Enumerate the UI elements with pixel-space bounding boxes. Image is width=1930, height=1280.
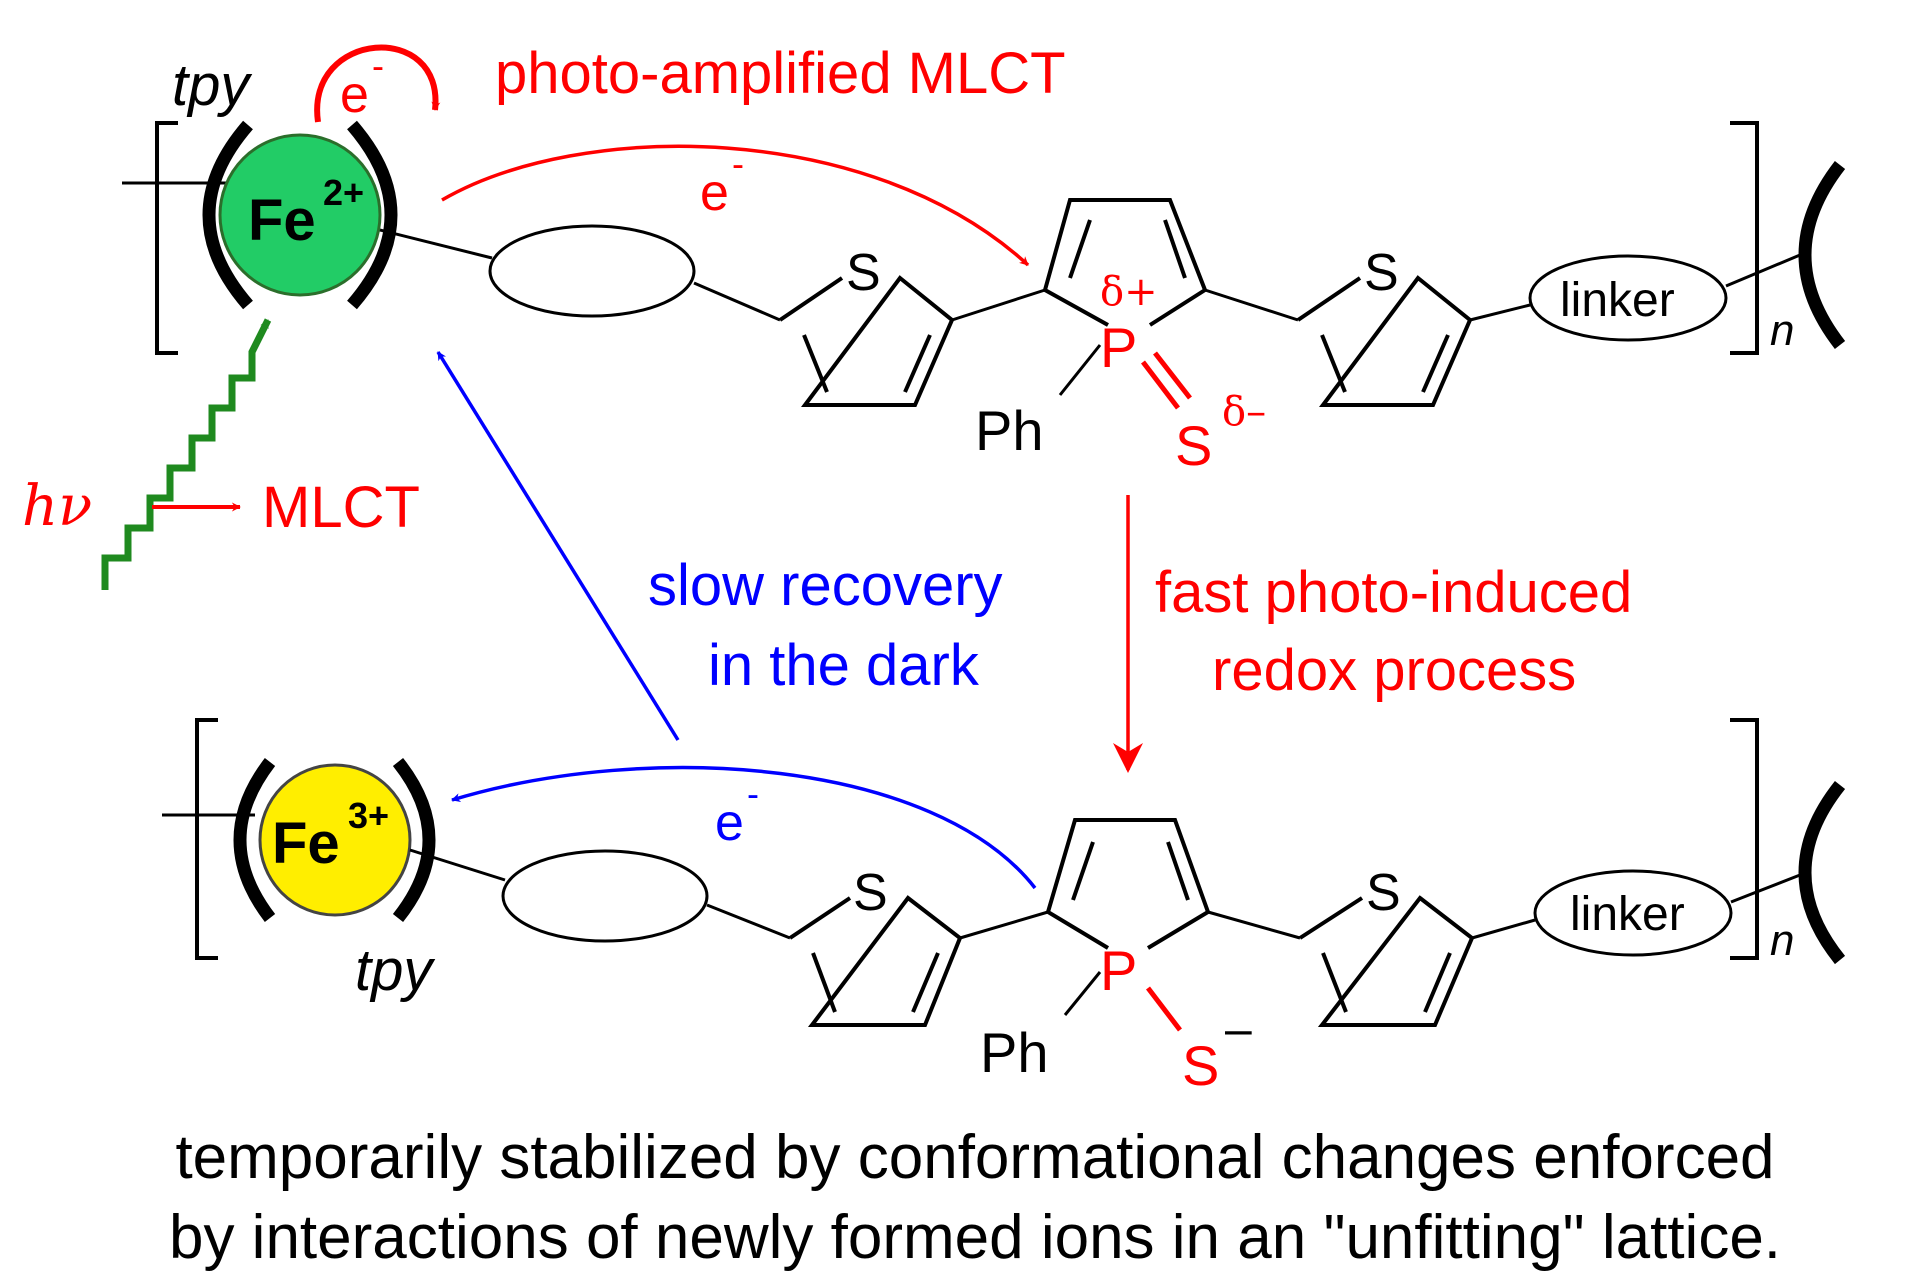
phenyl-bottom: Ph — [980, 1021, 1049, 1084]
electron-charge-loop: - — [372, 45, 384, 86]
linker-ellipse-top — [1528, 254, 1728, 342]
bridge-ellipse-bottom — [501, 849, 709, 943]
linker-label-bottom: linker — [1570, 888, 1685, 941]
thiophene-left-bottom — [788, 895, 963, 1027]
caption: temporarily stabilized by conformational… — [40, 1118, 1910, 1278]
tpy-arc-next-bottom — [1798, 780, 1846, 965]
bond-linker-tpy-bottom — [1730, 873, 1801, 904]
tpy-label-bottom: tpy — [355, 938, 435, 1003]
bond-phosphole-thiophene-top — [1204, 288, 1299, 322]
caption-line-1: temporarily stabilized by conformational… — [175, 1123, 1775, 1192]
bond-p-ph-bottom — [1063, 971, 1102, 1016]
slow-recovery-line2: in the dark — [708, 633, 980, 698]
repeat-n-top: n — [1770, 306, 1794, 355]
light-excitation-arrow-icon — [101, 318, 272, 590]
p-s-double-bond-b — [1153, 351, 1192, 400]
phosphole-top — [1042, 198, 1208, 327]
bond-fe-ellipse-bottom — [409, 848, 506, 882]
fast-redox-line2: redox process — [1212, 638, 1576, 703]
slow-recovery-arrow-icon — [436, 351, 680, 741]
thiophene-left-top — [778, 275, 955, 407]
bond-phosphole-thiophene-bottom — [1207, 910, 1301, 940]
hv-label: hν — [22, 474, 92, 539]
bond-fe-ellipse-top — [379, 228, 493, 260]
tpy-arc-left-bottom — [233, 758, 276, 922]
thiophene-s-right-top: S — [1364, 244, 1399, 302]
phosphorus-top: P — [1100, 316, 1137, 379]
phenyl-top: Ph — [975, 399, 1044, 462]
mlct-transfer-arrow-icon — [441, 144, 1030, 267]
p-s-double-bond-a — [1141, 360, 1180, 410]
delta-minus-label: δ– — [1222, 389, 1266, 435]
mlct-loop-arrow-icon — [314, 44, 441, 123]
p-s-single-bond — [1146, 986, 1182, 1032]
fe3-charge: 3+ — [348, 795, 389, 836]
electron-label-loop: e — [340, 66, 369, 124]
tpy-arc-next-top — [1798, 161, 1846, 349]
left-repeat-bracket-bottom — [195, 718, 218, 960]
right-repeat-bracket-bottom — [1730, 718, 1759, 960]
electron-charge-top: - — [732, 143, 744, 184]
mlct-label: MLCT — [262, 475, 420, 540]
photo-amplified-mlct-label: photo-amplified MLCT — [495, 41, 1066, 106]
thiophene-right-top — [1296, 275, 1473, 407]
fast-redox-line1: fast photo-induced — [1155, 560, 1632, 625]
tpy-arc-left-top — [202, 120, 253, 310]
thiophene-right-bottom — [1298, 895, 1475, 1027]
tpy-label-top: tpy — [172, 53, 252, 118]
bond-p-ph-top — [1058, 344, 1102, 396]
phosphole-bottom — [1045, 818, 1211, 950]
bond-thiophene-phosphole-bottom — [959, 910, 1049, 940]
electron-label-top: e — [700, 164, 729, 222]
right-repeat-bracket-top — [1730, 121, 1759, 355]
linker-label-top: linker — [1560, 274, 1675, 327]
bond-ellipse-thiophene-top — [693, 281, 781, 322]
fe2-charge: 2+ — [323, 172, 364, 213]
linker-ellipse-bottom — [1533, 869, 1733, 957]
bond-ellipse-thiophene-bottom — [706, 903, 791, 940]
thiophene-s-left-bottom: S — [853, 864, 888, 922]
tpy-arc-right-bottom — [392, 757, 436, 923]
fe2-ion — [218, 133, 382, 297]
electron-label-bottom: e — [715, 794, 744, 852]
fe3-ion — [258, 763, 412, 917]
thione-sulfur: S — [1175, 414, 1212, 477]
phosphorus-bottom: P — [1100, 939, 1137, 1002]
bond-linker-tpy-top — [1725, 253, 1801, 288]
fe2-symbol: Fe — [248, 188, 316, 253]
delta-plus-label: δ+ — [1100, 269, 1158, 315]
slow-recovery-line1: slow recovery — [648, 553, 1003, 618]
thiolate-charge: – — [1225, 1003, 1252, 1056]
thiophene-s-right-bottom: S — [1366, 864, 1401, 922]
tpy-arc-right-top — [347, 120, 398, 310]
bond-thiophene-linker-top — [1469, 303, 1531, 322]
thiophene-s-left-top: S — [846, 244, 881, 302]
back-transfer-arrow-icon — [451, 765, 1037, 890]
bridge-ellipse-top — [488, 224, 696, 318]
fe3-symbol: Fe — [272, 811, 340, 876]
left-repeat-bracket-top — [155, 121, 178, 355]
caption-line-2: by interactions of newly formed ions in … — [168, 1203, 1782, 1272]
bond-thiophene-phosphole-top — [951, 288, 1046, 322]
bond-thiophene-linker-bottom — [1471, 918, 1536, 940]
top-polymer-unit: n tpy Fe 2+ S P δ+ Ph — [122, 53, 1846, 477]
bottom-polymer-unit: n tpy Fe 3+ S P Ph S – — [162, 718, 1846, 1097]
thiolate-sulfur: S — [1182, 1034, 1219, 1097]
repeat-n-bottom: n — [1770, 916, 1794, 965]
electron-charge-bottom: - — [747, 773, 759, 814]
